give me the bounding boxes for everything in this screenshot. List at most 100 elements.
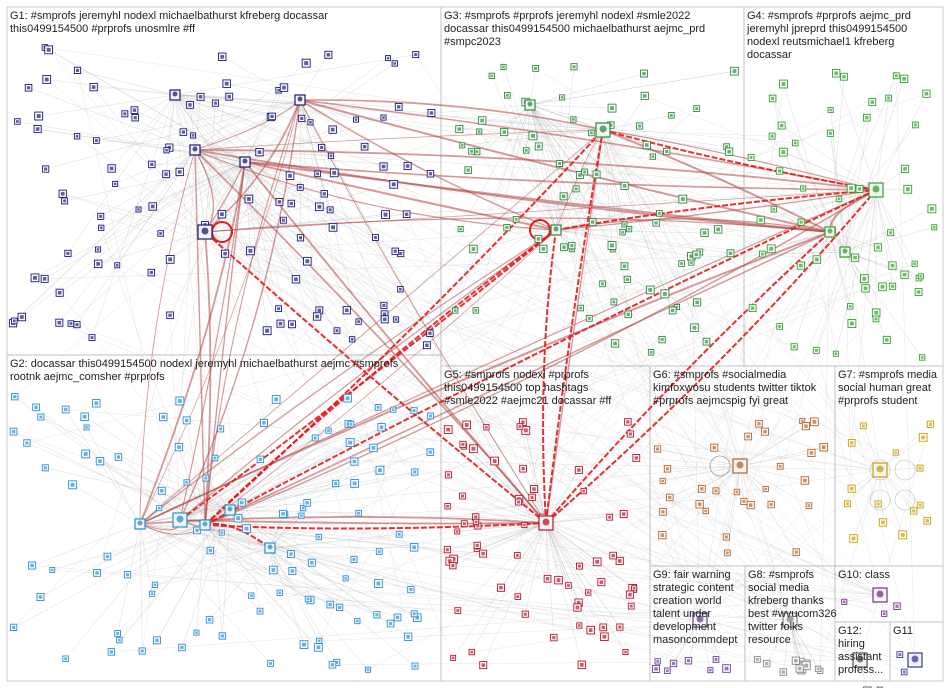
edge <box>174 94 795 347</box>
vertex-image <box>577 468 581 472</box>
vertex-image <box>362 144 367 149</box>
edge <box>269 534 400 549</box>
vertex-image <box>289 552 293 556</box>
vertex-image <box>665 149 669 154</box>
edge <box>165 94 176 175</box>
vertex-image <box>608 515 612 519</box>
edge <box>279 592 861 661</box>
vertex-image <box>330 663 335 667</box>
vertex-image <box>332 170 337 175</box>
edge <box>139 523 153 594</box>
vertex-image <box>849 321 854 326</box>
edge <box>204 201 280 233</box>
edge <box>194 149 758 660</box>
vertex-image <box>116 631 120 635</box>
vertex-image <box>882 612 886 616</box>
edge <box>204 451 431 526</box>
edge <box>529 104 700 253</box>
self-loop <box>869 489 891 511</box>
vertex-image <box>34 405 38 410</box>
edge <box>301 515 861 661</box>
edge <box>783 83 831 233</box>
edge-emphasis <box>555 189 877 231</box>
vertex-image <box>373 236 377 240</box>
vertex-image <box>562 245 566 249</box>
edge <box>107 524 206 557</box>
vertex-image <box>654 221 658 225</box>
edge <box>100 99 301 217</box>
vertex-image <box>628 432 632 436</box>
vertex-image <box>583 170 587 174</box>
vertex-image <box>807 504 811 508</box>
edge <box>194 149 347 311</box>
vertex-image <box>764 487 768 491</box>
vertex-image <box>576 600 581 605</box>
vertex-image <box>694 252 699 257</box>
edge <box>269 288 866 549</box>
node-layer <box>8 44 938 688</box>
edge <box>28 87 196 151</box>
vertex-image <box>388 621 393 626</box>
edge <box>859 424 931 661</box>
vertex-image <box>320 145 324 150</box>
edge <box>269 513 284 549</box>
vertex-image <box>765 661 769 666</box>
vertex-image <box>30 563 34 568</box>
vertex-image <box>70 482 75 487</box>
vertex-image <box>244 526 249 531</box>
edge <box>545 522 604 628</box>
vertex-image <box>609 123 613 127</box>
vertex-image <box>485 425 488 429</box>
edge-strong <box>299 99 831 233</box>
vertex-image <box>889 231 893 235</box>
vertex-image <box>516 595 520 598</box>
vertex-image <box>350 337 354 341</box>
vertex-image <box>572 65 576 69</box>
edge <box>44 161 246 280</box>
edge <box>269 547 305 645</box>
edge <box>384 314 791 621</box>
edge-strong <box>194 129 604 151</box>
edge <box>602 129 697 255</box>
edge <box>179 400 271 549</box>
edge <box>577 251 846 608</box>
edge <box>603 231 831 628</box>
vertex-image <box>379 425 384 430</box>
vertex-image <box>686 659 691 663</box>
vertex-image <box>757 422 761 426</box>
vertex-image <box>903 167 907 171</box>
edge <box>529 104 590 319</box>
edge-strong <box>204 189 877 526</box>
edge <box>783 152 877 191</box>
edge <box>699 84 784 621</box>
vertex-image <box>524 149 528 152</box>
edge <box>299 99 365 147</box>
edge <box>229 423 352 511</box>
edge <box>602 129 727 147</box>
edge <box>545 522 559 581</box>
vertex-image <box>601 625 605 630</box>
vertex-image <box>778 464 782 468</box>
group-label-g8-line-4: best #wvucom326 <box>748 608 837 620</box>
vertex-image <box>849 486 854 491</box>
edge <box>46 79 176 96</box>
vertex-image <box>354 118 358 121</box>
edge <box>752 308 881 471</box>
vertex-image <box>344 308 349 313</box>
edge <box>483 522 547 554</box>
edge <box>367 465 741 670</box>
vertex-image <box>521 466 525 471</box>
edge <box>473 229 557 449</box>
panel-g9 <box>649 565 746 682</box>
vertex-image <box>890 263 895 268</box>
edge <box>179 519 311 601</box>
edge <box>174 54 416 96</box>
vertex-image <box>695 300 699 305</box>
edge <box>194 149 396 252</box>
edge <box>545 522 620 562</box>
vertex-image <box>626 420 630 424</box>
vertex-image <box>618 625 622 629</box>
vertex-image <box>587 316 591 320</box>
edge <box>204 231 665 294</box>
edge <box>178 447 206 526</box>
